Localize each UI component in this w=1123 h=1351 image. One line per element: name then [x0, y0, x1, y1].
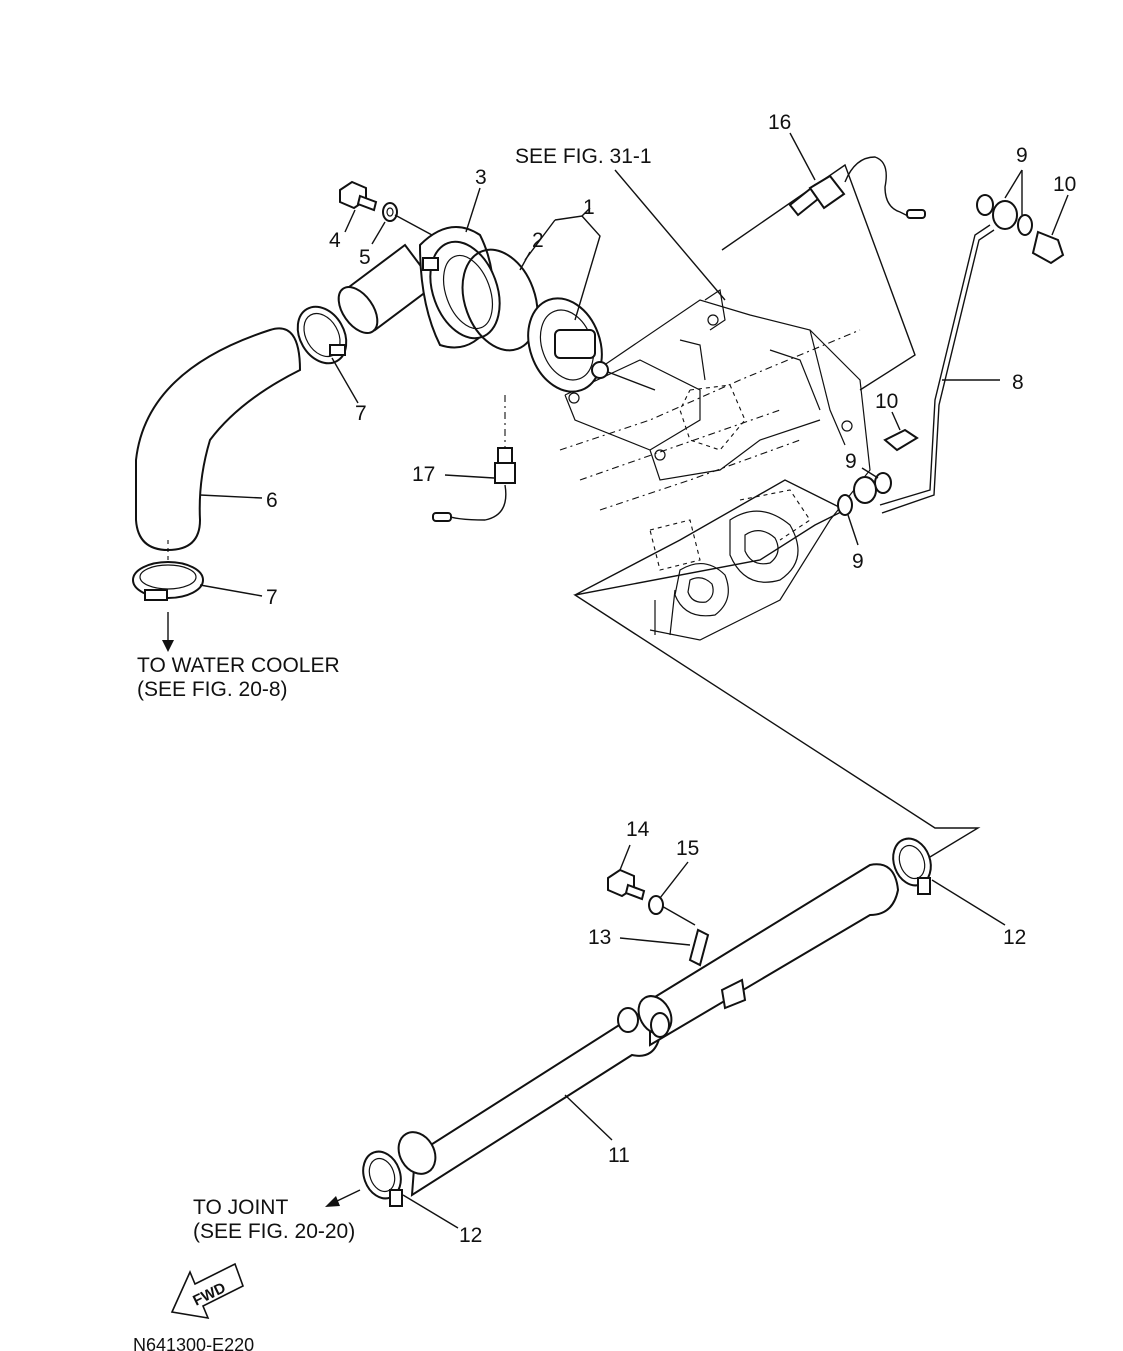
- part-label-12-left: 12: [459, 1224, 482, 1247]
- drawing-code: N641300-E220: [133, 1335, 254, 1351]
- fwd-arrow-icon: FWD: [170, 1262, 244, 1320]
- part-label-12-right: 12: [1003, 926, 1026, 949]
- part-label-10-lower: 10: [875, 390, 898, 413]
- callout-region-lower: [573, 479, 981, 861]
- part-label-4: 4: [329, 229, 341, 252]
- washer-lower: [648, 895, 664, 915]
- pipe-bracket: [659, 904, 710, 967]
- thermostat-cover: [337, 226, 501, 349]
- callout-region-upper: [721, 163, 916, 391]
- part-label-11: 11: [608, 1144, 630, 1167]
- down-arrow-icon: [162, 612, 174, 652]
- part-label-8: 8: [1012, 371, 1024, 394]
- bolt-lower: [607, 868, 646, 901]
- part-label-17: 17: [412, 463, 435, 486]
- water-pipe-upper: [637, 863, 900, 1047]
- part-label-1: 1: [583, 196, 595, 219]
- see-fig-31-note: SEE FIG. 31-1: [515, 145, 652, 168]
- water-cooler-ref: (SEE FIG. 20-8): [137, 678, 288, 701]
- part-label-7-upper: 7: [355, 402, 367, 425]
- pipe-clamp-left: [362, 1150, 403, 1207]
- part-label-16: 16: [768, 111, 791, 134]
- thermostat-gasket: [461, 248, 539, 352]
- union-fitting-upper: [976, 194, 1065, 265]
- joint-note: TO JOINT: [193, 1196, 288, 1219]
- part-label-3: 3: [475, 166, 487, 189]
- part-label-5: 5: [359, 246, 371, 269]
- part-label-2: 2: [532, 229, 544, 252]
- thermostat: [527, 297, 656, 393]
- thermo-switch-lower: [432, 395, 516, 522]
- bolt: [339, 180, 378, 212]
- part-label-10-upper: 10: [1053, 173, 1076, 196]
- engine-block: [559, 288, 871, 641]
- leader-lines: [199, 132, 1069, 1229]
- part-label-13: 13: [588, 926, 611, 949]
- part-label-9-lower: 9: [852, 550, 864, 573]
- water-cooler-note: TO WATER COOLER: [137, 654, 340, 677]
- part-label-15: 15: [676, 837, 699, 860]
- oil-pipe: [879, 224, 995, 514]
- left-arrow-icon: [325, 1189, 361, 1207]
- part-label-6: 6: [266, 489, 278, 512]
- pipe-clamp-right: [892, 837, 932, 895]
- part-label-7-lower: 7: [266, 586, 278, 609]
- part-label-14: 14: [626, 818, 650, 841]
- hose-elbow: [135, 327, 302, 552]
- part-label-9-middle: 9: [845, 450, 857, 473]
- union-fitting-lower: [837, 428, 919, 516]
- joint-ref: (SEE FIG. 20-20): [193, 1220, 355, 1243]
- hose-clamp-lower: [132, 561, 204, 601]
- thermo-switch-upper: [788, 156, 926, 219]
- part-label-9-upper: 9: [1016, 144, 1028, 167]
- washer: [382, 202, 398, 222]
- hose-clamp-upper: [296, 305, 348, 365]
